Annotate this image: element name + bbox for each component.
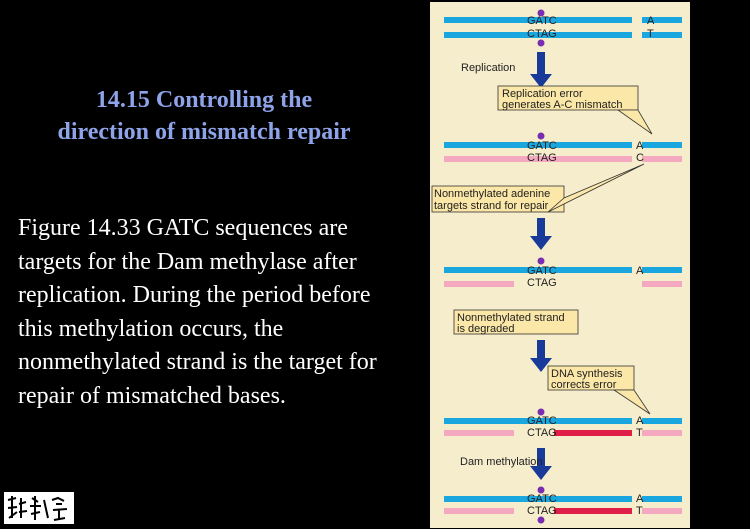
row-4-bottom-seq: CTAG: [527, 427, 557, 439]
slide-title: 14.15 Controlling the direction of misma…: [20, 84, 388, 148]
replication-arrow: [530, 52, 552, 88]
callout-replication-error-line1: Replication error: [502, 88, 583, 100]
replication-label: Replication: [461, 62, 515, 74]
row-2-top-seq: GATC: [527, 140, 557, 152]
row-4-top-base: A: [636, 415, 644, 427]
row-2-methyl-icon: [537, 132, 545, 140]
row-4-top-seq: GATC: [527, 415, 557, 427]
row-5-top-seq: GATC: [527, 493, 557, 505]
row-1-bottom-seq: CTAG: [527, 28, 557, 40]
row-2-duplex: GATC CTAG A C: [444, 132, 682, 164]
slide-title-line1: 14.15 Controlling the: [95, 87, 313, 113]
row-3-top-seq: GATC: [527, 265, 557, 277]
row-3-methyl-icon: [537, 257, 545, 265]
row-5-top-base: A: [636, 493, 644, 505]
callout-replication-error-line2: generates A-C mismatch: [502, 99, 622, 111]
callout-degraded-line1: Nonmethylated strand: [457, 312, 565, 324]
row-4-methyl-icon: [537, 408, 545, 416]
row-5-methyl-top-icon: [537, 486, 545, 494]
row-5-duplex: GATC CTAG A T: [444, 486, 682, 524]
row-1-top-strand: [444, 17, 632, 23]
callout-nonmethylated: Nonmethylated adenine targets strand for…: [431, 163, 645, 213]
row-1-bottom-strand: [444, 32, 632, 38]
row-1-methyl-top-icon: [537, 9, 545, 17]
row-1-methyl-bottom-icon: [537, 39, 545, 47]
dam-methylation-label: Dam methylation: [460, 456, 543, 468]
row-1-duplex: GATC CTAG A T: [444, 9, 682, 47]
arrow-3: [530, 340, 552, 372]
row-1-top-seq: GATC: [527, 15, 557, 27]
row-1-top-base: A: [647, 15, 655, 27]
row-2-bottom-base: C: [636, 152, 644, 164]
figure-caption: Figure 14.33 GATC sequences are targets …: [18, 215, 377, 409]
row-2-top-base: A: [636, 140, 644, 152]
row-4-duplex: GATC CTAG A T: [444, 408, 682, 439]
row-3-duplex: GATC CTAG A: [444, 257, 682, 289]
diagram-canvas: GATC CTAG A T Replication Replication er…: [431, 9, 682, 524]
university-logo-icon: [4, 492, 74, 524]
callout-synthesis-line2: corrects error: [551, 379, 617, 391]
callout-synthesis-line1: DNA synthesis: [551, 368, 623, 380]
row-4-bottom-base: T: [636, 427, 643, 439]
row-5-bottom-base: T: [636, 505, 643, 517]
row-5-bottom-seq: CTAG: [527, 505, 557, 517]
row-3-top-base: A: [636, 265, 644, 277]
row-1-bottom-base: T: [647, 28, 654, 40]
university-logo: [4, 492, 74, 524]
callout-synthesis: DNA synthesis corrects error: [547, 365, 651, 415]
callout-nonmethylated-line2: targets strand for repair: [434, 200, 549, 212]
callout-degraded-line2: is degraded: [457, 323, 515, 335]
callout-nonmethylated-line1: Nonmethylated adenine: [434, 188, 550, 200]
row-1-bottom-strand-right: [642, 32, 682, 38]
callout-degraded: Nonmethylated strand is degraded: [453, 309, 579, 335]
row-3-bottom-seq: CTAG: [527, 277, 557, 289]
dam-methylation-arrow: [530, 448, 552, 480]
row-5-methyl-bottom-icon: [537, 516, 545, 524]
row-1-top-strand-right: [642, 17, 682, 23]
arrow-2: [530, 218, 552, 250]
callout-replication-error: Replication error generates A-C mismatch: [497, 85, 653, 135]
slide-title-line2: direction of mismatch repair: [57, 119, 351, 145]
row-2-bottom-seq: CTAG: [527, 152, 557, 164]
mismatch-repair-diagram: GATC CTAG A T Replication Replication er…: [430, 2, 690, 528]
